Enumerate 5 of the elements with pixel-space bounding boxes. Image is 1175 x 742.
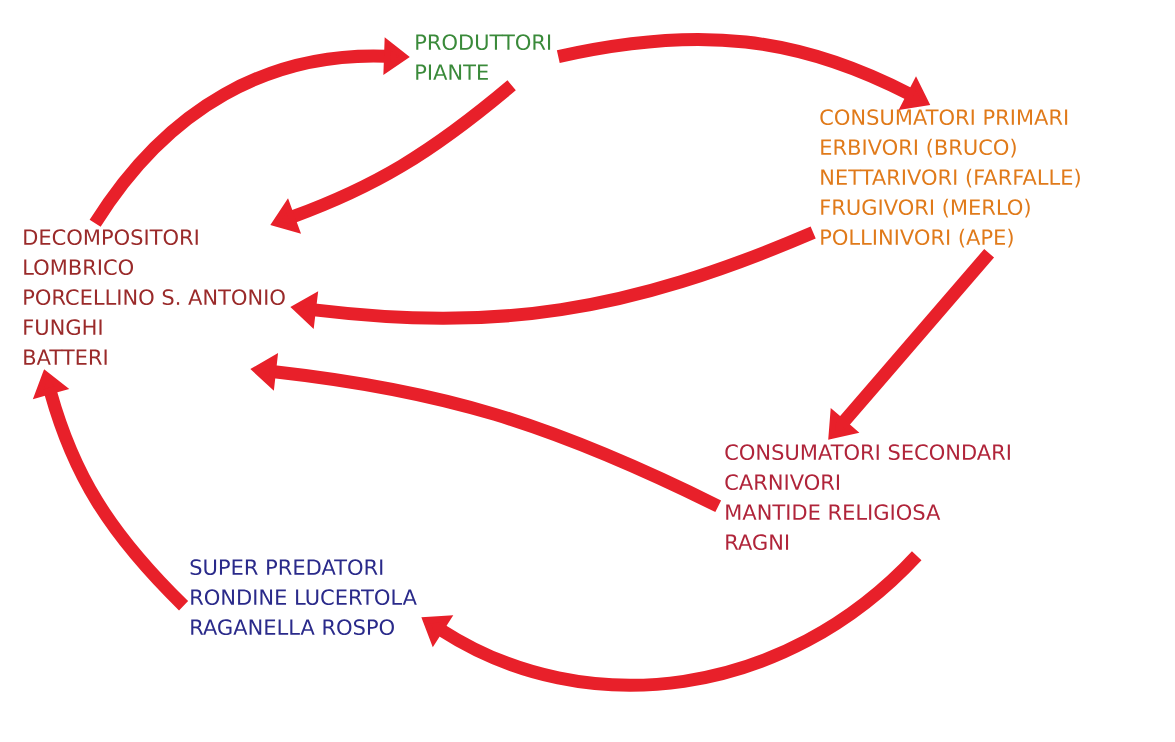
- group-label: SUPER PREDATORI RONDINE LUCERTOLA RAGANELLA ROSPO: [190, 559, 417, 636]
- group-label: PRODUTTORI PIANTE: [416, 34, 551, 80]
- group-label: DECOMPOSITORI LOMBRICO PORCELLINO S. ANTONIO FUNGHI BATTERI: [24, 229, 285, 365]
- group-label: CONSUMATORI SECONDARI CARNIVORI MANTIDE RELIGIOSA RAGNI: [725, 444, 1010, 551]
- group-label: CONSUMATORI PRIMARI ERBIVORI (BRUCO) NETTARIVORI (FARFALLE) FRUGIVORI (MERLO) POLLINIVORI (APE): [820, 109, 1080, 248]
